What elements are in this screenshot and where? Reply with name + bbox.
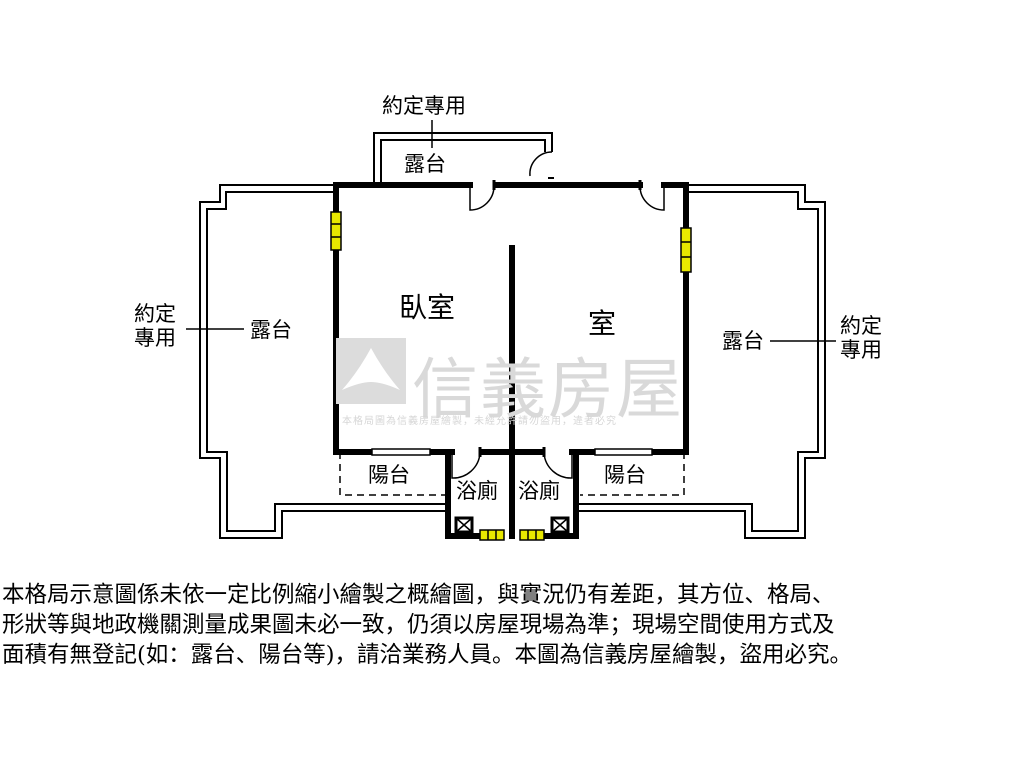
balcony-right-label: 陽台 xyxy=(604,463,646,487)
right-note: 約定 專用 xyxy=(840,314,882,362)
windows xyxy=(330,211,692,541)
duct xyxy=(454,516,570,534)
door-swings xyxy=(451,185,665,479)
bath-left-label: 浴廁 xyxy=(456,479,498,503)
disclaimer-line: 本格局示意圖係未依一定比例縮小繪製之概繪圖，與實況仍有差距，其方位、格局、 xyxy=(2,582,835,608)
right-terrace-outline xyxy=(578,184,826,539)
bath-right-label: 浴廁 xyxy=(518,479,560,503)
brand-logo-watermark xyxy=(336,338,406,404)
disclaimer-text: 本格局示意圖係未依一定比例縮小繪製之概繪圖，與實況仍有差距，其方位、格局、 形狀… xyxy=(2,580,1022,670)
sliding-windows xyxy=(371,448,653,456)
brand-watermark: 信義房屋 xyxy=(412,351,684,428)
disclaimer-line: 形狀等與地政機關測量成果圖未必一致，仍須以房屋現場為準；現場空間使用方式及 xyxy=(2,612,835,638)
copyright-watermark: 本格局圖為信義房屋繪製，未經允許請勿盜用，違者必究 xyxy=(342,416,617,427)
top-note: 約定專用 xyxy=(382,94,466,118)
left-note: 約定 專用 xyxy=(134,302,176,350)
top-terrace-label: 露台 xyxy=(404,152,446,176)
door-arc xyxy=(529,151,553,177)
left-note-line2: 專用 xyxy=(134,326,176,351)
right-note-line1: 約定 xyxy=(840,314,882,338)
right-terrace-label: 露台 xyxy=(722,329,764,353)
balcony-left-label: 陽台 xyxy=(368,463,410,487)
door-stubs xyxy=(478,177,642,457)
floor-plan xyxy=(186,120,836,541)
top-terrace-outline xyxy=(373,132,553,185)
balcony-dashed xyxy=(339,452,685,496)
bedroom-left-label: 臥室 xyxy=(399,291,456,324)
left-terrace-label: 露台 xyxy=(250,318,292,342)
left-note-line1: 約定 xyxy=(134,302,176,326)
disclaimer-line: 面積有無登記(如：露台、陽台等)，請洽業務人員。本圖為信義房屋繪製，盜用必究。 xyxy=(2,642,853,668)
bedroom-right-label: 室 xyxy=(588,307,617,340)
right-note-line2: 專用 xyxy=(840,338,882,363)
left-terrace-outline xyxy=(199,184,447,539)
leader-lines xyxy=(186,120,836,342)
